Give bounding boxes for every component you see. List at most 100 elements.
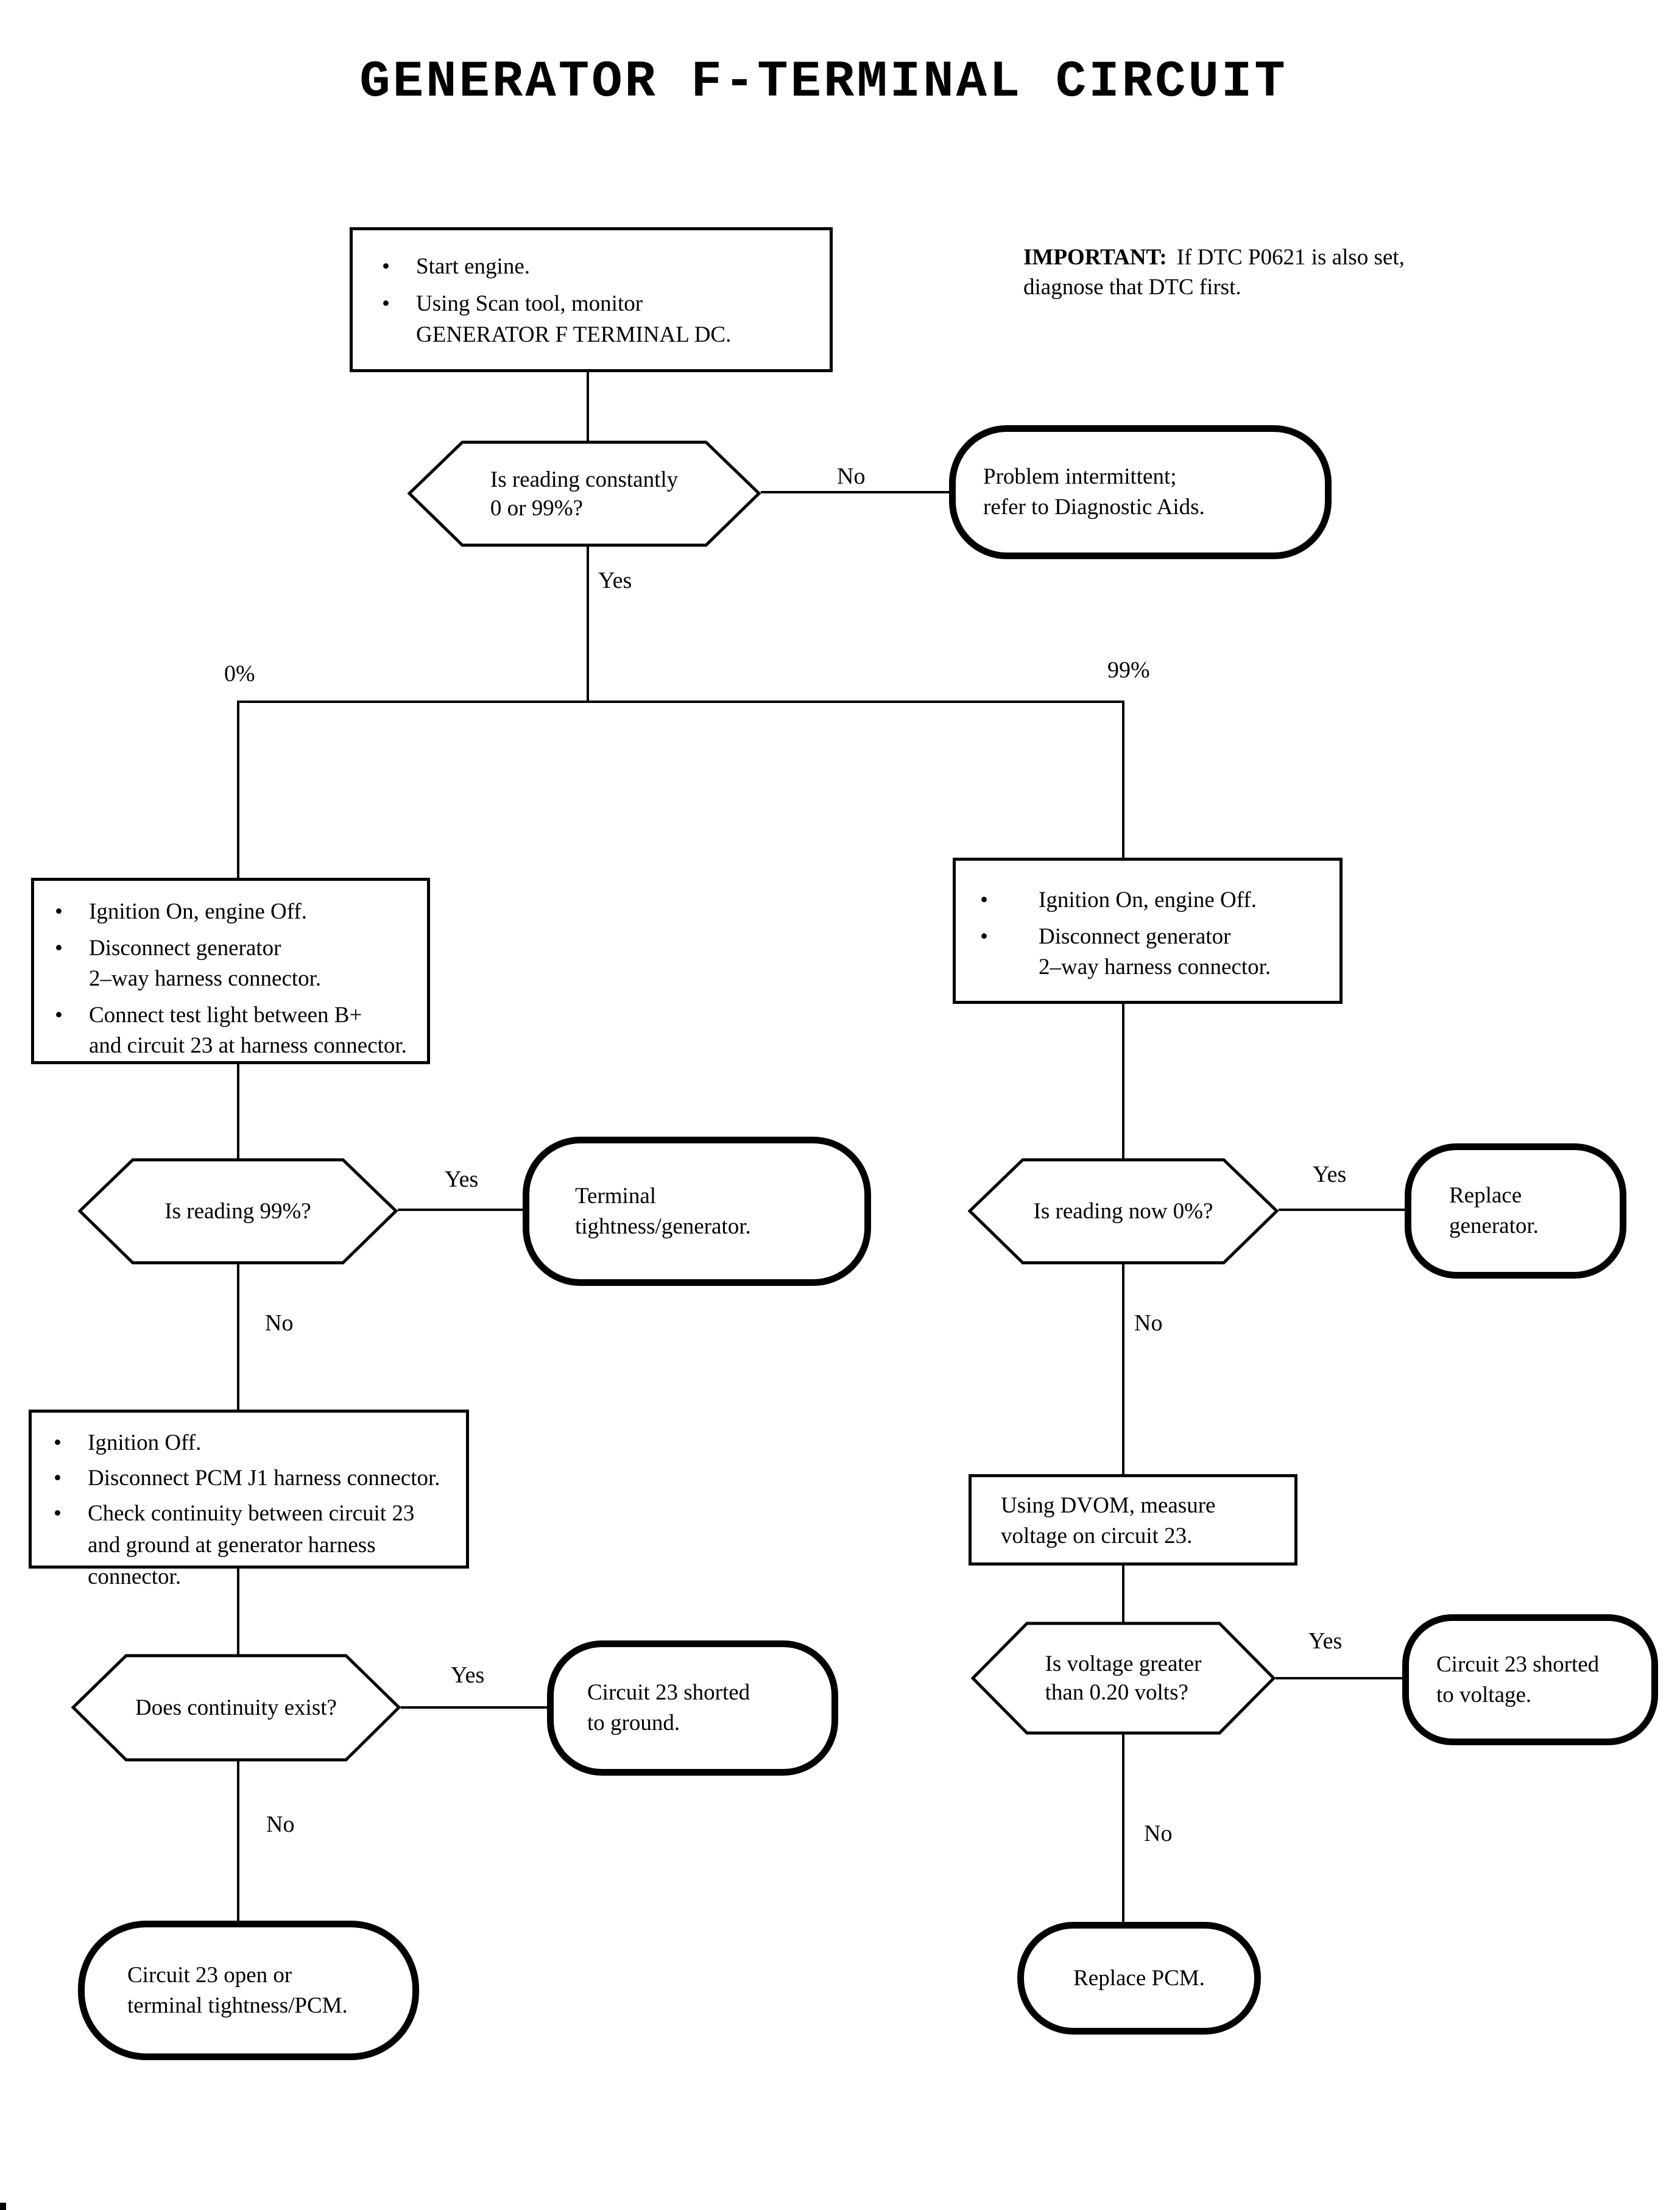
terminal-circuit-23-open: Circuit 23 open or terminal tightness/PC… (78, 1921, 419, 2060)
connector (237, 701, 239, 879)
decision-text: Is voltage greater (1045, 1651, 1202, 1676)
important-note: IMPORTANT: If DTC P0621 is also set, diag… (1023, 242, 1523, 302)
terminal-text: Circuit 23 shorted (1436, 1651, 1600, 1677)
decision-text: Is reading now 0%? (1033, 1199, 1213, 1224)
left-procedure-box-1: • Ignition On, engine Off. • Disconnect … (31, 878, 430, 1064)
connector (398, 1209, 524, 1211)
terminal-text: Problem intermittent; (983, 464, 1177, 489)
branch-label-no: No (265, 1310, 294, 1336)
right-procedure-box-1: • Ignition On, engine Off. • Disconnect … (953, 858, 1343, 1004)
branch-label-no: No (1144, 1821, 1173, 1846)
connector (761, 491, 949, 493)
connector (237, 701, 1124, 703)
list-item: • Connect test light between B+and circu… (51, 1000, 421, 1061)
terminal-text: tightness/generator. (575, 1213, 751, 1239)
list-item: • Ignition Off. (50, 1427, 460, 1459)
branch-label-yes: Yes (598, 568, 632, 593)
left-procedure-box-2: • Ignition Off. • Disconnect PCM J1 harn… (29, 1410, 469, 1589)
connector (237, 1760, 239, 1922)
step-text: Connect test light between B+ (89, 1003, 362, 1028)
list-item: • Disconnect generator 2–way harness conn… (976, 922, 1333, 983)
branch-label-99-percent: 99% (1107, 657, 1150, 683)
list-item: • Ignition On, engine Off. (976, 885, 1333, 916)
connector (237, 1263, 239, 1411)
hexagon-shape (408, 440, 761, 547)
step-text: Ignition Off. (88, 1430, 202, 1455)
terminal-text: Replace PCM. (1073, 1965, 1205, 1991)
terminal-text: Circuit 23 shorted (587, 1680, 750, 1705)
decision-text: Does continuity exist? (135, 1695, 337, 1720)
terminal-terminal-tightness-generator: Terminal tightness/generator. (523, 1137, 871, 1286)
decision-text: Is reading constantly (490, 467, 679, 492)
important-note-line1: IMPORTANT: If DTC P0621 is also set, (1023, 242, 1523, 272)
connector (401, 1706, 547, 1709)
branch-label-yes: Yes (451, 1662, 485, 1688)
decision-text: than 0.20 volts? (1045, 1680, 1188, 1705)
start-box: • Start engine. • Using Scan tool, monit… (350, 227, 833, 372)
branch-label-no: No (1134, 1310, 1163, 1336)
connector (1276, 1677, 1402, 1679)
step-text: GENERATOR F TERMINAL DC. (416, 322, 732, 347)
step-text: Disconnect generator (89, 936, 281, 961)
connector (237, 1063, 239, 1159)
hexagon-shape (971, 1622, 1276, 1735)
bullet-icon: • (980, 924, 988, 949)
step-text: Using DVOM, measure (1001, 1493, 1216, 1518)
decision-voltage-greater: Is voltage greater than 0.20 volts? (971, 1622, 1276, 1735)
connector (587, 546, 589, 703)
step-text: Disconnect generator (1039, 924, 1231, 949)
decision-text: 0 or 99%? (490, 495, 583, 521)
step-text: voltage on circuit 23. (1001, 1523, 1193, 1548)
step-text: 2–way harness connector. (89, 966, 322, 991)
branch-label-no: No (837, 464, 866, 489)
terminal-text: terminal tightness/PCM. (127, 1993, 348, 2018)
bullet-icon: • (382, 291, 390, 316)
list-item: • Check continuity between circuit 23 and… (50, 1498, 460, 1593)
right-procedure-box-2: Using DVOM, measure voltage on circuit 23… (969, 1474, 1297, 1566)
scan-artifact (0, 2203, 6, 2210)
branch-label-0-percent: 0% (224, 661, 255, 687)
step-text: Check continuity between circuit 23 (88, 1501, 415, 1526)
step-text: Ignition On, engine Off. (1039, 888, 1257, 913)
hexagon-shape (968, 1158, 1279, 1265)
step-text: Ignition On, engine Off. (89, 899, 307, 924)
terminal-text: Replace (1449, 1183, 1522, 1208)
branch-label-yes: Yes (445, 1167, 479, 1192)
decision-reading-constantly: Is reading constantly 0 or 99%? (408, 440, 761, 547)
connector (1122, 1564, 1124, 1623)
step-text: Using Scan tool, monitor (416, 291, 643, 316)
important-text-1: If DTC P0621 is also set, (1176, 245, 1405, 270)
terminal-problem-intermittent: Problem intermittent; refer to Diagnosti… (949, 425, 1332, 559)
terminal-circuit-23-shorted-voltage: Circuit 23 shorted to voltage. (1402, 1614, 1658, 1745)
terminal-text: to voltage. (1436, 1682, 1532, 1707)
bullet-icon: • (54, 1430, 62, 1455)
branch-label-yes: Yes (1313, 1162, 1347, 1187)
bullet-icon: • (54, 1501, 62, 1526)
terminal-replace-generator: Replace generator. (1405, 1143, 1626, 1279)
list-item: • Start engine. (378, 251, 817, 282)
step-text: Start engine. (416, 254, 531, 279)
terminal-circuit-23-shorted-ground: Circuit 23 shorted to ground. (547, 1640, 838, 1776)
bullet-icon: • (382, 254, 390, 279)
list-item: • Ignition On, engine Off. (51, 897, 421, 927)
important-text-2: diagnose that DTC first. (1023, 275, 1241, 300)
connector (1122, 701, 1124, 859)
hexagon-shape (78, 1158, 398, 1265)
branch-label-no: No (266, 1812, 295, 1837)
connector (1122, 1003, 1124, 1159)
step-text: 2–way harness connector. (1039, 955, 1271, 980)
branch-label-yes: Yes (1308, 1628, 1343, 1654)
bullet-icon: • (54, 1466, 62, 1491)
connector (1122, 1263, 1124, 1475)
terminal-text: generator. (1449, 1213, 1539, 1238)
important-label: IMPORTANT: (1023, 245, 1167, 270)
step-text: and ground at generator harness connecto… (88, 1533, 376, 1589)
step-text: Disconnect PCM J1 harness connector. (88, 1466, 440, 1491)
terminal-text: Circuit 23 open or (127, 1962, 292, 1988)
step-text: and circuit 23 at harness connector. (89, 1033, 407, 1058)
connector (587, 372, 589, 442)
bullet-icon: • (980, 888, 988, 913)
